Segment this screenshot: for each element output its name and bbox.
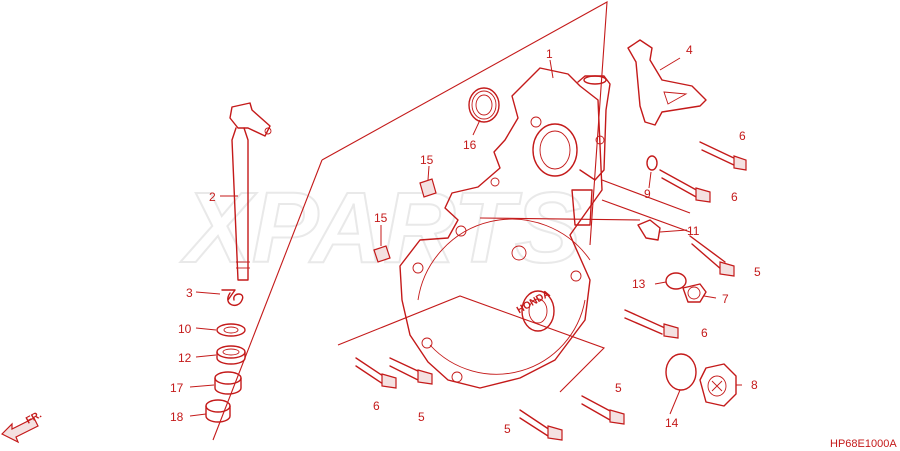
callout-5b: 5 (418, 410, 425, 424)
callout-4: 4 (686, 43, 693, 57)
shift-shaft (229, 102, 272, 281)
bracket (627, 39, 707, 126)
callout-15a: 15 (420, 153, 434, 167)
callout-16: 16 (463, 138, 477, 152)
callout-5a: 5 (754, 265, 761, 279)
dowel-pins (373, 178, 437, 263)
return-spring (221, 289, 244, 307)
callout-6b: 6 (731, 190, 738, 204)
callout-7: 7 (722, 292, 729, 306)
bolts (355, 141, 747, 441)
washer-and-clip (637, 155, 661, 241)
callout-11: 11 (687, 224, 700, 238)
callout-6a: 6 (739, 129, 746, 143)
callout-5c: 5 (615, 381, 622, 395)
callout-1: 1 (546, 47, 553, 61)
crankcase-cover: HONDA (399, 67, 611, 389)
callout-5d: 5 (504, 422, 511, 436)
plug-small (665, 272, 707, 303)
assembly-frame (212, 1, 691, 441)
callout-14: 14 (665, 416, 679, 430)
callout-13: 13 (632, 277, 646, 291)
callout-6d: 6 (373, 399, 380, 413)
left-small-parts (205, 323, 246, 423)
callout-10: 10 (178, 322, 192, 336)
callout-17: 17 (170, 381, 184, 395)
leader-lines (189, 57, 742, 417)
front-direction-arrow-icon: FR. (0, 409, 44, 444)
callout-12: 12 (178, 351, 192, 365)
fr-label: FR. (24, 409, 44, 426)
bearing-16 (468, 87, 500, 123)
callout-8: 8 (751, 378, 758, 392)
callout-6c: 6 (701, 326, 708, 340)
callout-18: 18 (170, 410, 184, 424)
callout-3: 3 (186, 286, 193, 300)
callouts: 1 2 3 4 5 5 5 5 6 6 6 6 7 8 9 11 10 12 1… (170, 43, 761, 436)
callout-15b: 15 (374, 211, 388, 225)
callout-2: 2 (209, 190, 216, 204)
diagram-code: HP68E1000A (830, 438, 897, 450)
callout-9: 9 (644, 187, 651, 201)
